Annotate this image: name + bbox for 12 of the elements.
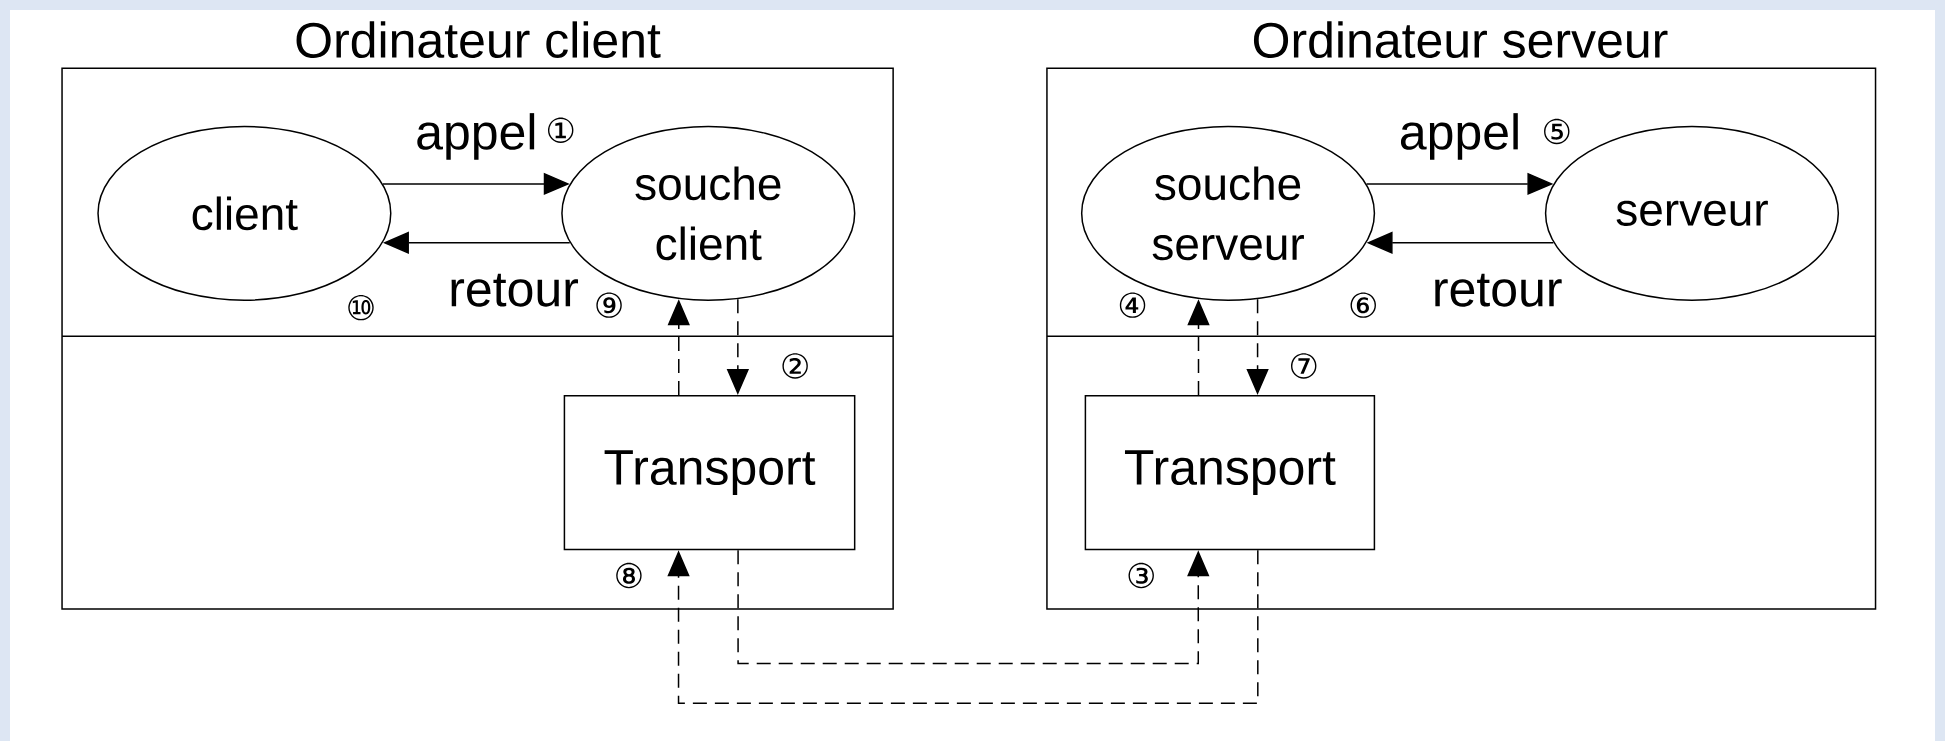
transport-box: Transport — [563, 394, 856, 551]
arrow — [667, 549, 1259, 705]
edge-label: appel — [414, 112, 539, 161]
node-label: Ordinateur serveur — [1253, 21, 1668, 59]
node-label: Ordinateur client — [296, 21, 661, 59]
step-number: ⑤ — [1544, 118, 1570, 145]
edge-label: appel — [1397, 112, 1523, 161]
transport-box: Transport — [1084, 394, 1376, 551]
step-number: ⑦ — [1291, 353, 1317, 379]
step-number: ② — [782, 353, 808, 379]
arrow — [737, 549, 1210, 665]
edge-label: retour — [1430, 272, 1564, 308]
